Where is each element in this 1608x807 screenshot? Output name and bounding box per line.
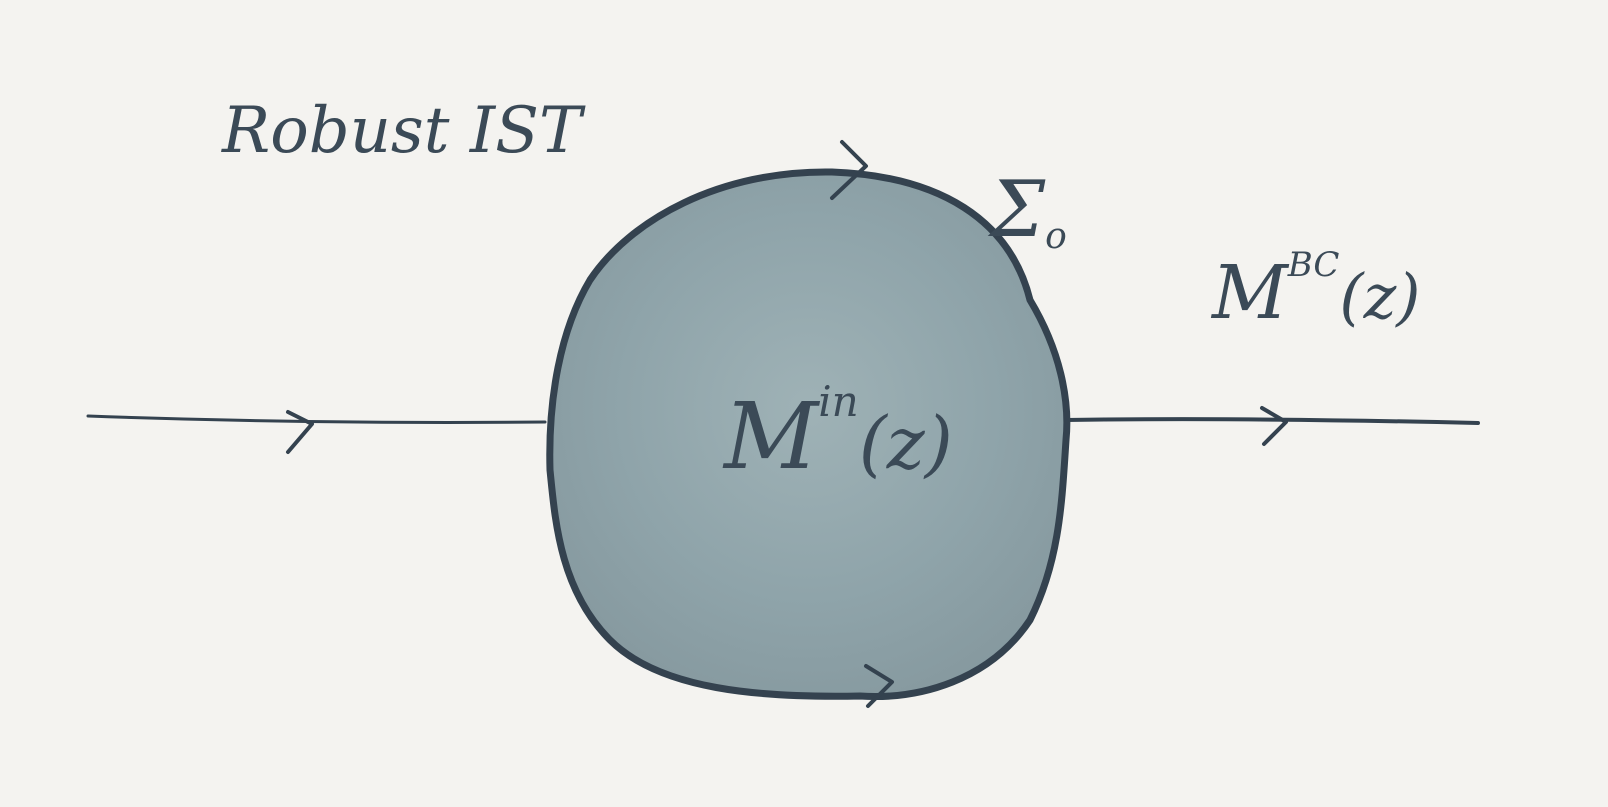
inner-label-arg: (z) bbox=[859, 401, 953, 485]
outer-label-base: M bbox=[1210, 250, 1290, 336]
incoming-line bbox=[86, 414, 547, 425]
arrow-right-icon bbox=[286, 410, 314, 454]
inner-label: Min(z) bbox=[722, 377, 953, 490]
diagram-title: Robust IST bbox=[221, 94, 586, 168]
arrow-right-icon bbox=[864, 664, 894, 708]
outer-label-sup: BC bbox=[1287, 245, 1340, 285]
inner-label-base: M bbox=[722, 383, 821, 490]
inner-label-sup: in bbox=[818, 377, 858, 426]
contour-symbol: Σ bbox=[987, 165, 1046, 255]
outer-label-arg: (z) bbox=[1339, 260, 1420, 333]
contour-label: Σo bbox=[987, 165, 1067, 257]
outer-label: MBC(z) bbox=[1210, 245, 1420, 336]
outgoing-line bbox=[1064, 417, 1480, 425]
arrow-right-icon bbox=[830, 140, 868, 200]
arrow-right-icon bbox=[1260, 406, 1288, 446]
contour-subscript: o bbox=[1045, 216, 1067, 257]
region-disk bbox=[546, 168, 1071, 700]
